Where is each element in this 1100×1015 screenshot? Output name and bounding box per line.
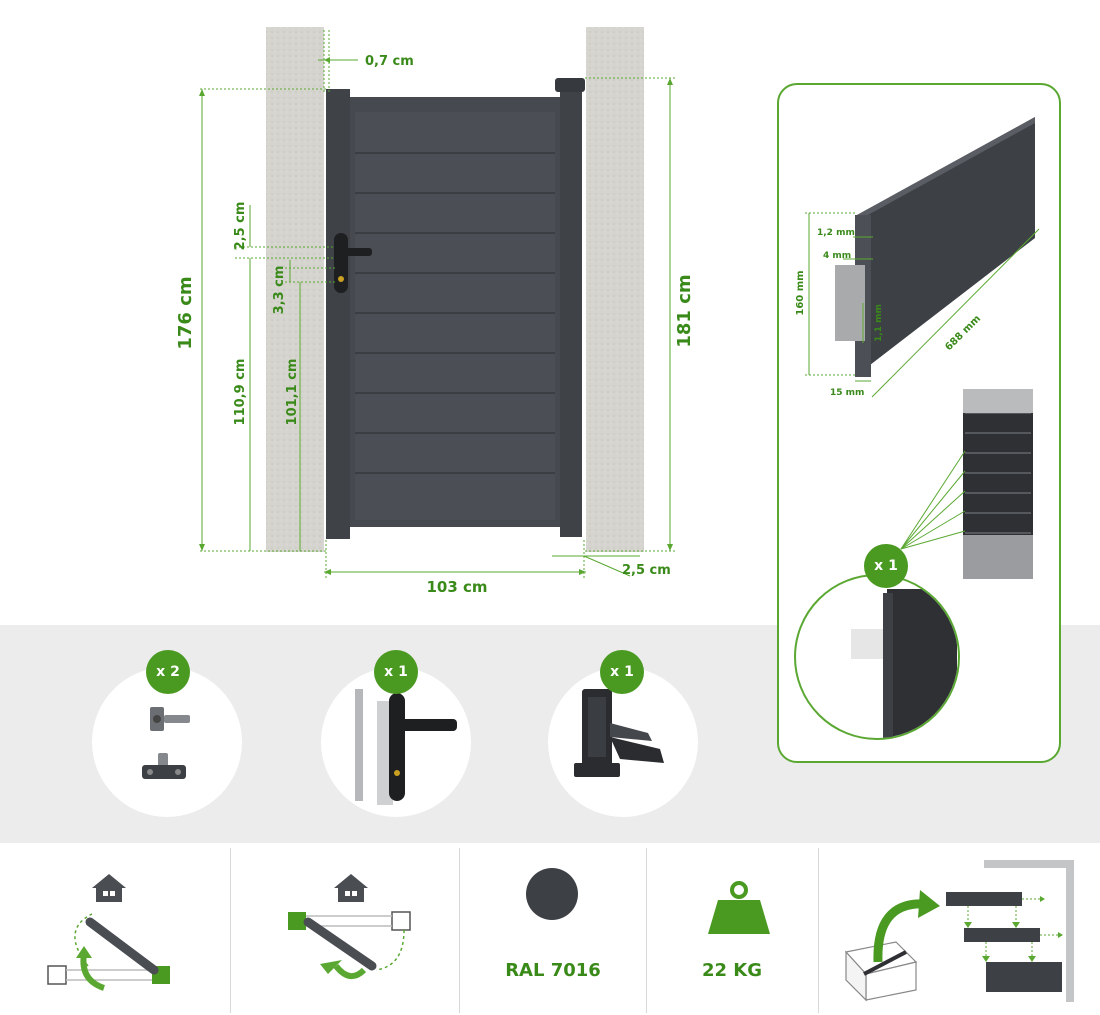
assembly-diagram (844, 860, 1074, 1002)
opening-right-diagram (288, 874, 411, 979)
inner-label: 1,1 mm (874, 304, 884, 342)
house-icon (92, 874, 126, 902)
tongue-label: 4 mm (823, 251, 851, 261)
hinge-icon (142, 707, 190, 779)
handle-icon (334, 233, 372, 293)
height-left-label: 176 cm (175, 276, 196, 349)
house-icon (334, 874, 368, 902)
left-pillar (266, 27, 324, 552)
opening-left-diagram (47, 874, 170, 991)
handle-top-label: 2,5 cm (233, 202, 248, 251)
handle-lock-icon (355, 689, 457, 805)
gate-stop-icon (574, 689, 664, 777)
weight-icon (708, 881, 770, 934)
lock-offset-label: 3,3 cm (272, 266, 287, 315)
color-label: RAL 7016 (505, 960, 601, 981)
height-right-label: 181 cm (674, 274, 695, 347)
depth-label: 15 mm (830, 388, 864, 398)
right-pillar (586, 27, 644, 552)
thickness-label: 1,2 mm (817, 228, 855, 238)
panel-detail-drawing: 1,2 mm 4 mm 160 mm 1,1 mm 688 mm 15 mm (794, 117, 1040, 740)
handle-height-label: 110,9 cm (233, 359, 248, 426)
feature-divider (230, 848, 231, 1013)
weight-label: 22 KG (701, 960, 763, 981)
feature-divider (459, 848, 460, 1013)
right-post (560, 82, 582, 537)
ground-gap-label: 2,5 cm (622, 563, 671, 578)
width-label: 103 cm (426, 578, 487, 596)
lock-height-label: 101,1 cm (285, 359, 300, 426)
gate-dimension-drawing: 0,7 cm 176 cm 2,5 cm 3,3 cm 110,9 cm 101… (175, 27, 695, 596)
panel-height-label: 160 mm (795, 270, 806, 315)
hinges-count-badge: x 2 (146, 650, 190, 694)
color-swatch (526, 868, 578, 920)
gate-stop-count-badge: x 1 (600, 650, 644, 694)
frame-gap-label: 0,7 cm (365, 54, 414, 69)
handle-count-badge: x 1 (374, 650, 418, 694)
feature-divider (818, 848, 819, 1013)
left-post (326, 89, 350, 539)
panel-count-badge: x 1 (864, 544, 908, 588)
feature-divider (646, 848, 647, 1013)
